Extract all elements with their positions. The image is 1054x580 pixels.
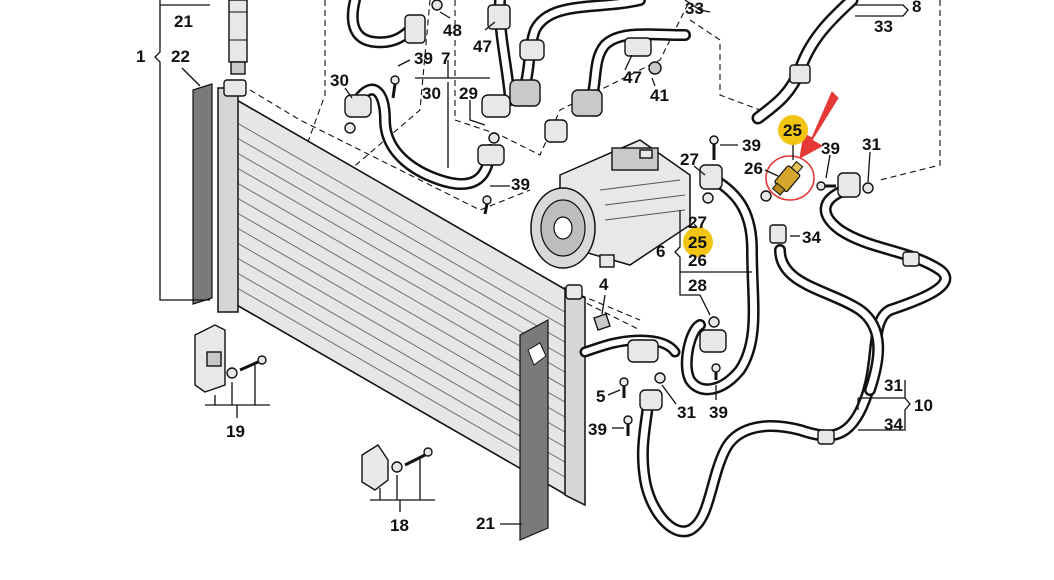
label-27-top: 27	[680, 150, 699, 169]
condenser-fins	[231, 119, 571, 481]
highlight-circle	[765, 155, 815, 201]
label-18: 18	[390, 516, 409, 535]
label-48: 48	[443, 21, 462, 40]
highlight-badges	[683, 115, 808, 257]
label-39-b: 39	[511, 175, 530, 194]
label-4: 4	[599, 275, 609, 294]
label-39-f: 39	[588, 420, 607, 439]
hose-7	[352, 83, 496, 190]
label-6: 6	[656, 242, 665, 261]
label-31-right: 31	[862, 135, 881, 154]
bracket-19	[194, 324, 267, 393]
label-26-top: 26	[744, 159, 763, 178]
label-31-lower: 31	[677, 403, 696, 422]
hose-top-left	[346, 0, 418, 49]
label-47-b: 47	[623, 68, 642, 87]
bracket-18	[361, 444, 433, 491]
hose-33	[751, 0, 859, 125]
label-26-mid: 26	[688, 251, 707, 270]
label-41: 41	[650, 86, 669, 105]
label-21-bottom: 21	[476, 514, 495, 533]
label-39-d: 39	[821, 139, 840, 158]
label-21-top: 21	[174, 12, 193, 31]
pressure-sensor-25	[765, 155, 815, 201]
label-31-bottom: 31	[884, 376, 903, 395]
hose-34	[774, 244, 885, 396]
label-27-mid: 27	[688, 213, 707, 232]
label-39-c: 39	[742, 136, 761, 155]
label-30-left: 30	[330, 71, 349, 90]
receiver-drier	[228, 0, 248, 75]
leader-lines	[154, 0, 911, 525]
badge-25-mid	[683, 227, 713, 257]
label-10: 10	[914, 396, 933, 415]
label-1: 1	[136, 47, 145, 66]
label-29: 29	[459, 84, 478, 103]
hose-10	[636, 184, 952, 538]
label-8: 8	[912, 0, 921, 16]
label-25-top: 25	[783, 121, 802, 140]
label-25-mid: 25	[688, 233, 707, 252]
label-5: 5	[596, 387, 605, 406]
label-39-e: 39	[709, 403, 728, 422]
fittings	[344, 4, 920, 445]
bolts-and-washers	[344, 0, 874, 436]
badge-25-top	[778, 115, 808, 145]
seal-strip-left	[192, 83, 213, 305]
label-22: 22	[171, 47, 190, 66]
hose-6	[680, 174, 760, 396]
condenser	[217, 79, 586, 507]
label-47-a: 47	[473, 37, 492, 56]
part-labels: 21 1 22 30 39 7 30 29 48 47 47 41 39 33 …	[136, 0, 933, 535]
label-7: 7	[441, 49, 450, 68]
label-19: 19	[226, 422, 245, 441]
label-33-right: 33	[874, 17, 893, 36]
highlight-arrow	[799, 91, 839, 159]
label-34-mid: 34	[802, 228, 821, 247]
compressor	[530, 139, 691, 269]
label-34-lower: 34	[884, 415, 903, 434]
seal-strip-right	[519, 318, 549, 541]
label-39-a: 39	[414, 49, 433, 68]
clip-4	[593, 313, 611, 331]
label-28: 28	[688, 276, 707, 295]
label-33-top: 33	[685, 0, 704, 18]
label-30-mid: 30	[422, 84, 441, 103]
